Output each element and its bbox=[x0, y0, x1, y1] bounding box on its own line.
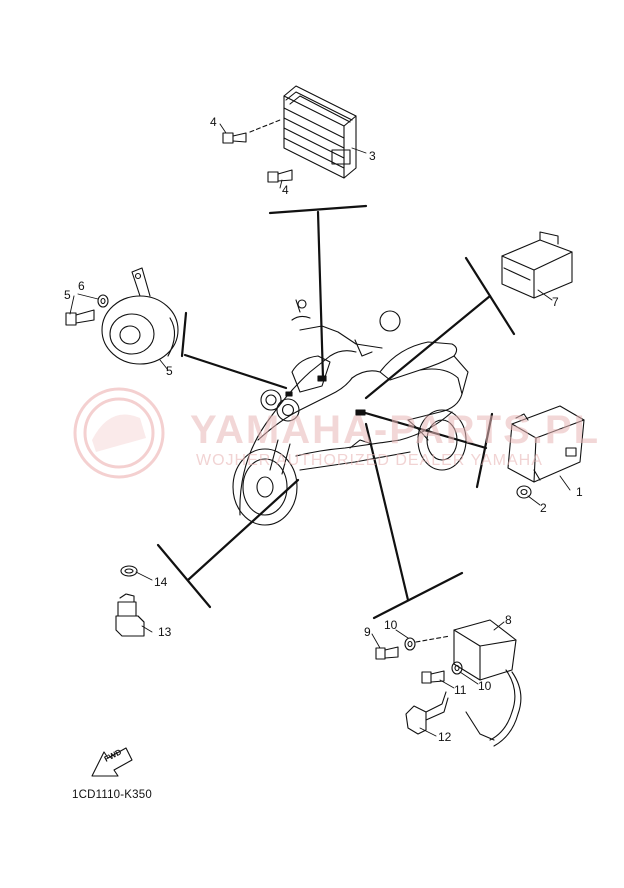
fwd-arrow-icon bbox=[91, 747, 133, 777]
callout-12: 12 bbox=[438, 730, 452, 744]
washer-11-upper bbox=[404, 637, 416, 651]
watermark-sub: WOJHER AUTHORIZED DEALER YAMAHA bbox=[196, 452, 543, 469]
callout-8: 7 bbox=[552, 295, 559, 309]
callout-2: 2 bbox=[540, 501, 547, 515]
bolt-upper-4 bbox=[222, 119, 281, 144]
ignition-coil bbox=[415, 619, 522, 747]
horn-bolt-6 bbox=[65, 309, 95, 326]
callout-5: 5 bbox=[166, 364, 173, 378]
spark-plug-cap bbox=[405, 691, 449, 735]
stop-switch bbox=[115, 593, 145, 637]
rectifier-regulator bbox=[283, 85, 357, 179]
bolt-10-lower bbox=[421, 670, 445, 684]
bolt-lower-4 bbox=[267, 169, 293, 183]
callout-1: 1 bbox=[576, 485, 583, 499]
callout-7: 6 bbox=[78, 279, 85, 293]
callout-11-upper: 10 bbox=[384, 618, 398, 632]
drawing-code: 1CD1110-K350 bbox=[72, 789, 152, 801]
o-ring-14 bbox=[120, 565, 138, 577]
nut-2 bbox=[516, 485, 532, 499]
callout-10-lower: 11 bbox=[454, 683, 467, 697]
watermark-main: YAMAHA-PARTS.PL bbox=[190, 408, 601, 452]
coupler bbox=[501, 231, 573, 299]
bolt-10-upper bbox=[375, 646, 399, 660]
callout-10-upper: 9 bbox=[364, 625, 371, 639]
callout-6: 5 bbox=[64, 288, 71, 302]
callout-11-lower: 10 bbox=[478, 679, 492, 693]
watermark-logo bbox=[73, 387, 165, 479]
washer-11-lower bbox=[451, 661, 463, 675]
callout-ticks bbox=[69, 123, 571, 737]
callout-13: 13 bbox=[158, 625, 172, 639]
horn-washer-7 bbox=[97, 294, 109, 308]
callout-14: 14 bbox=[154, 575, 168, 589]
callout-4-upper: 4 bbox=[210, 115, 217, 129]
callout-4-lower: 4 bbox=[282, 183, 289, 197]
cdi-unit bbox=[507, 405, 585, 483]
callout-9: 8 bbox=[505, 613, 512, 627]
scooter-outline bbox=[232, 299, 469, 526]
leader-lines bbox=[156, 204, 516, 620]
horn bbox=[101, 267, 179, 365]
callout-3: 3 bbox=[369, 149, 376, 163]
